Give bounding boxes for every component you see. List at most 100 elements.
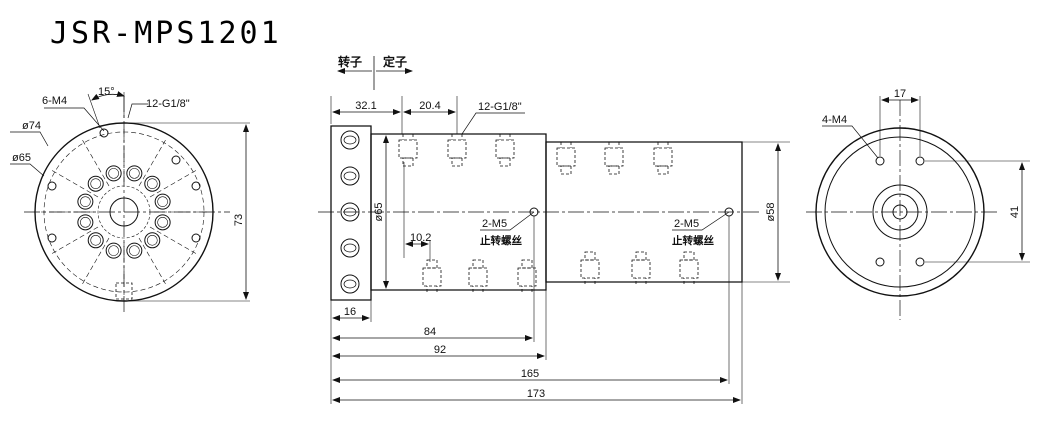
port-fitting <box>423 260 441 292</box>
front-port-hole-inner <box>91 235 101 245</box>
port-fitting-neck <box>427 260 437 268</box>
flange-port-inner <box>343 279 357 289</box>
port-fitting <box>496 134 514 166</box>
port-fitting <box>399 134 417 166</box>
port-fitting <box>654 142 672 174</box>
front-bottom-lug <box>116 283 132 299</box>
end-boss-outer <box>873 185 927 239</box>
front-port-hole-inner <box>109 246 119 256</box>
front-port-hole-inner <box>91 179 101 189</box>
front-inner-circle <box>98 186 150 238</box>
dim-165: 165 <box>521 368 539 380</box>
port-fitting-neck <box>684 252 694 260</box>
front-port-hole <box>78 194 93 209</box>
dim-10-2: 10.2 <box>410 232 431 244</box>
port-fitting-body <box>654 148 672 166</box>
end-m4-hole <box>916 258 924 266</box>
port-fitting-body <box>632 260 650 278</box>
end-view <box>806 96 1030 320</box>
end-holes-label: 4-M4 <box>822 114 847 126</box>
flange-port-inner <box>343 135 357 145</box>
port-fitting-body <box>448 140 466 158</box>
rotor-flange <box>331 126 371 300</box>
front-height-label: 73 <box>233 214 245 226</box>
side-ports-label: 12-G1/8" <box>478 101 522 113</box>
front-outer-circle <box>35 123 213 301</box>
stop-screw-2-label: 2-M5 <box>674 218 699 230</box>
dim-17: 17 <box>894 88 906 100</box>
port-fitting-body <box>469 268 487 286</box>
end-m4-hole <box>916 157 924 165</box>
rotor-label: 转子 <box>338 54 362 69</box>
port-fitting-body <box>518 268 536 286</box>
front-port-hole <box>155 215 170 230</box>
front-spoke <box>82 139 109 186</box>
front-m4-hole <box>192 234 200 242</box>
end-m4-hole <box>876 258 884 266</box>
flange-port-outer <box>341 275 359 293</box>
port-fitting <box>518 260 536 292</box>
front-dia-pitch-label: ø65 <box>12 152 31 164</box>
dim-20-4: 20.4 <box>419 100 440 112</box>
port-fitting-neck <box>500 158 510 166</box>
side-port-fittings <box>399 134 698 292</box>
front-port-hole <box>106 166 121 181</box>
front-port-hole <box>88 176 103 191</box>
port-fitting-neck <box>636 252 646 260</box>
port-fitting <box>680 252 698 284</box>
port-fitting-body <box>423 268 441 286</box>
end-inner-ring <box>825 137 975 287</box>
front-ports-label: 12-G1/8" <box>146 98 190 110</box>
end-m4-hole <box>876 157 884 165</box>
dim-84: 84 <box>424 326 436 338</box>
front-port-hole-inner <box>147 235 157 245</box>
port-fitting <box>469 260 487 292</box>
front-port-hole-inner <box>158 217 168 227</box>
port-fitting-neck <box>522 260 532 268</box>
end-boss-inner <box>882 194 918 230</box>
port-fitting-body <box>680 260 698 278</box>
front-port-hole <box>127 243 142 258</box>
front-holes-label: 6-M4 <box>42 95 67 107</box>
port-fitting <box>448 134 466 166</box>
flange-port-outer <box>341 131 359 149</box>
port-fitting <box>581 252 599 284</box>
front-port-hole-inner <box>129 246 139 256</box>
front-port-hole <box>106 243 121 258</box>
front-port-hole <box>155 194 170 209</box>
front-spoke <box>139 139 166 186</box>
end-bore <box>893 205 907 219</box>
front-spoke <box>51 170 98 197</box>
port-fitting-body <box>581 260 599 278</box>
port-fitting-body <box>605 148 623 166</box>
port-fitting-body <box>399 140 417 158</box>
front-m4-hole <box>48 234 56 242</box>
dim-dia-65: ø65 <box>373 203 385 222</box>
dim-92: 92 <box>434 344 446 356</box>
dim-173: 173 <box>527 388 545 400</box>
port-fitting-body <box>557 148 575 166</box>
front-port-hole <box>127 166 142 181</box>
side-view <box>318 56 790 404</box>
front-port-holes <box>78 166 170 258</box>
port-fitting-neck <box>658 166 668 174</box>
drawing-title: JSR-MPS1201 <box>50 16 282 51</box>
front-spoke <box>51 227 98 254</box>
flange-port-inner <box>343 243 357 253</box>
front-spoke-lines <box>40 128 208 296</box>
front-port-hole <box>88 233 103 248</box>
stop-screw-2-cn: 止转螺丝 <box>672 234 714 247</box>
front-dia-outer-label: ø74 <box>22 120 41 132</box>
front-m4-hole <box>172 156 180 164</box>
front-port-hole-inner <box>147 179 157 189</box>
port-fitting-neck <box>452 158 462 166</box>
front-port-hole-inner <box>129 168 139 178</box>
front-spoke <box>82 238 109 285</box>
front-port-hole <box>145 233 160 248</box>
front-angle-label: 15° <box>98 86 115 98</box>
flange-port-outer <box>341 239 359 257</box>
front-port-hole <box>145 176 160 191</box>
port-fitting-neck <box>585 252 595 260</box>
port-fitting-neck <box>561 166 571 174</box>
